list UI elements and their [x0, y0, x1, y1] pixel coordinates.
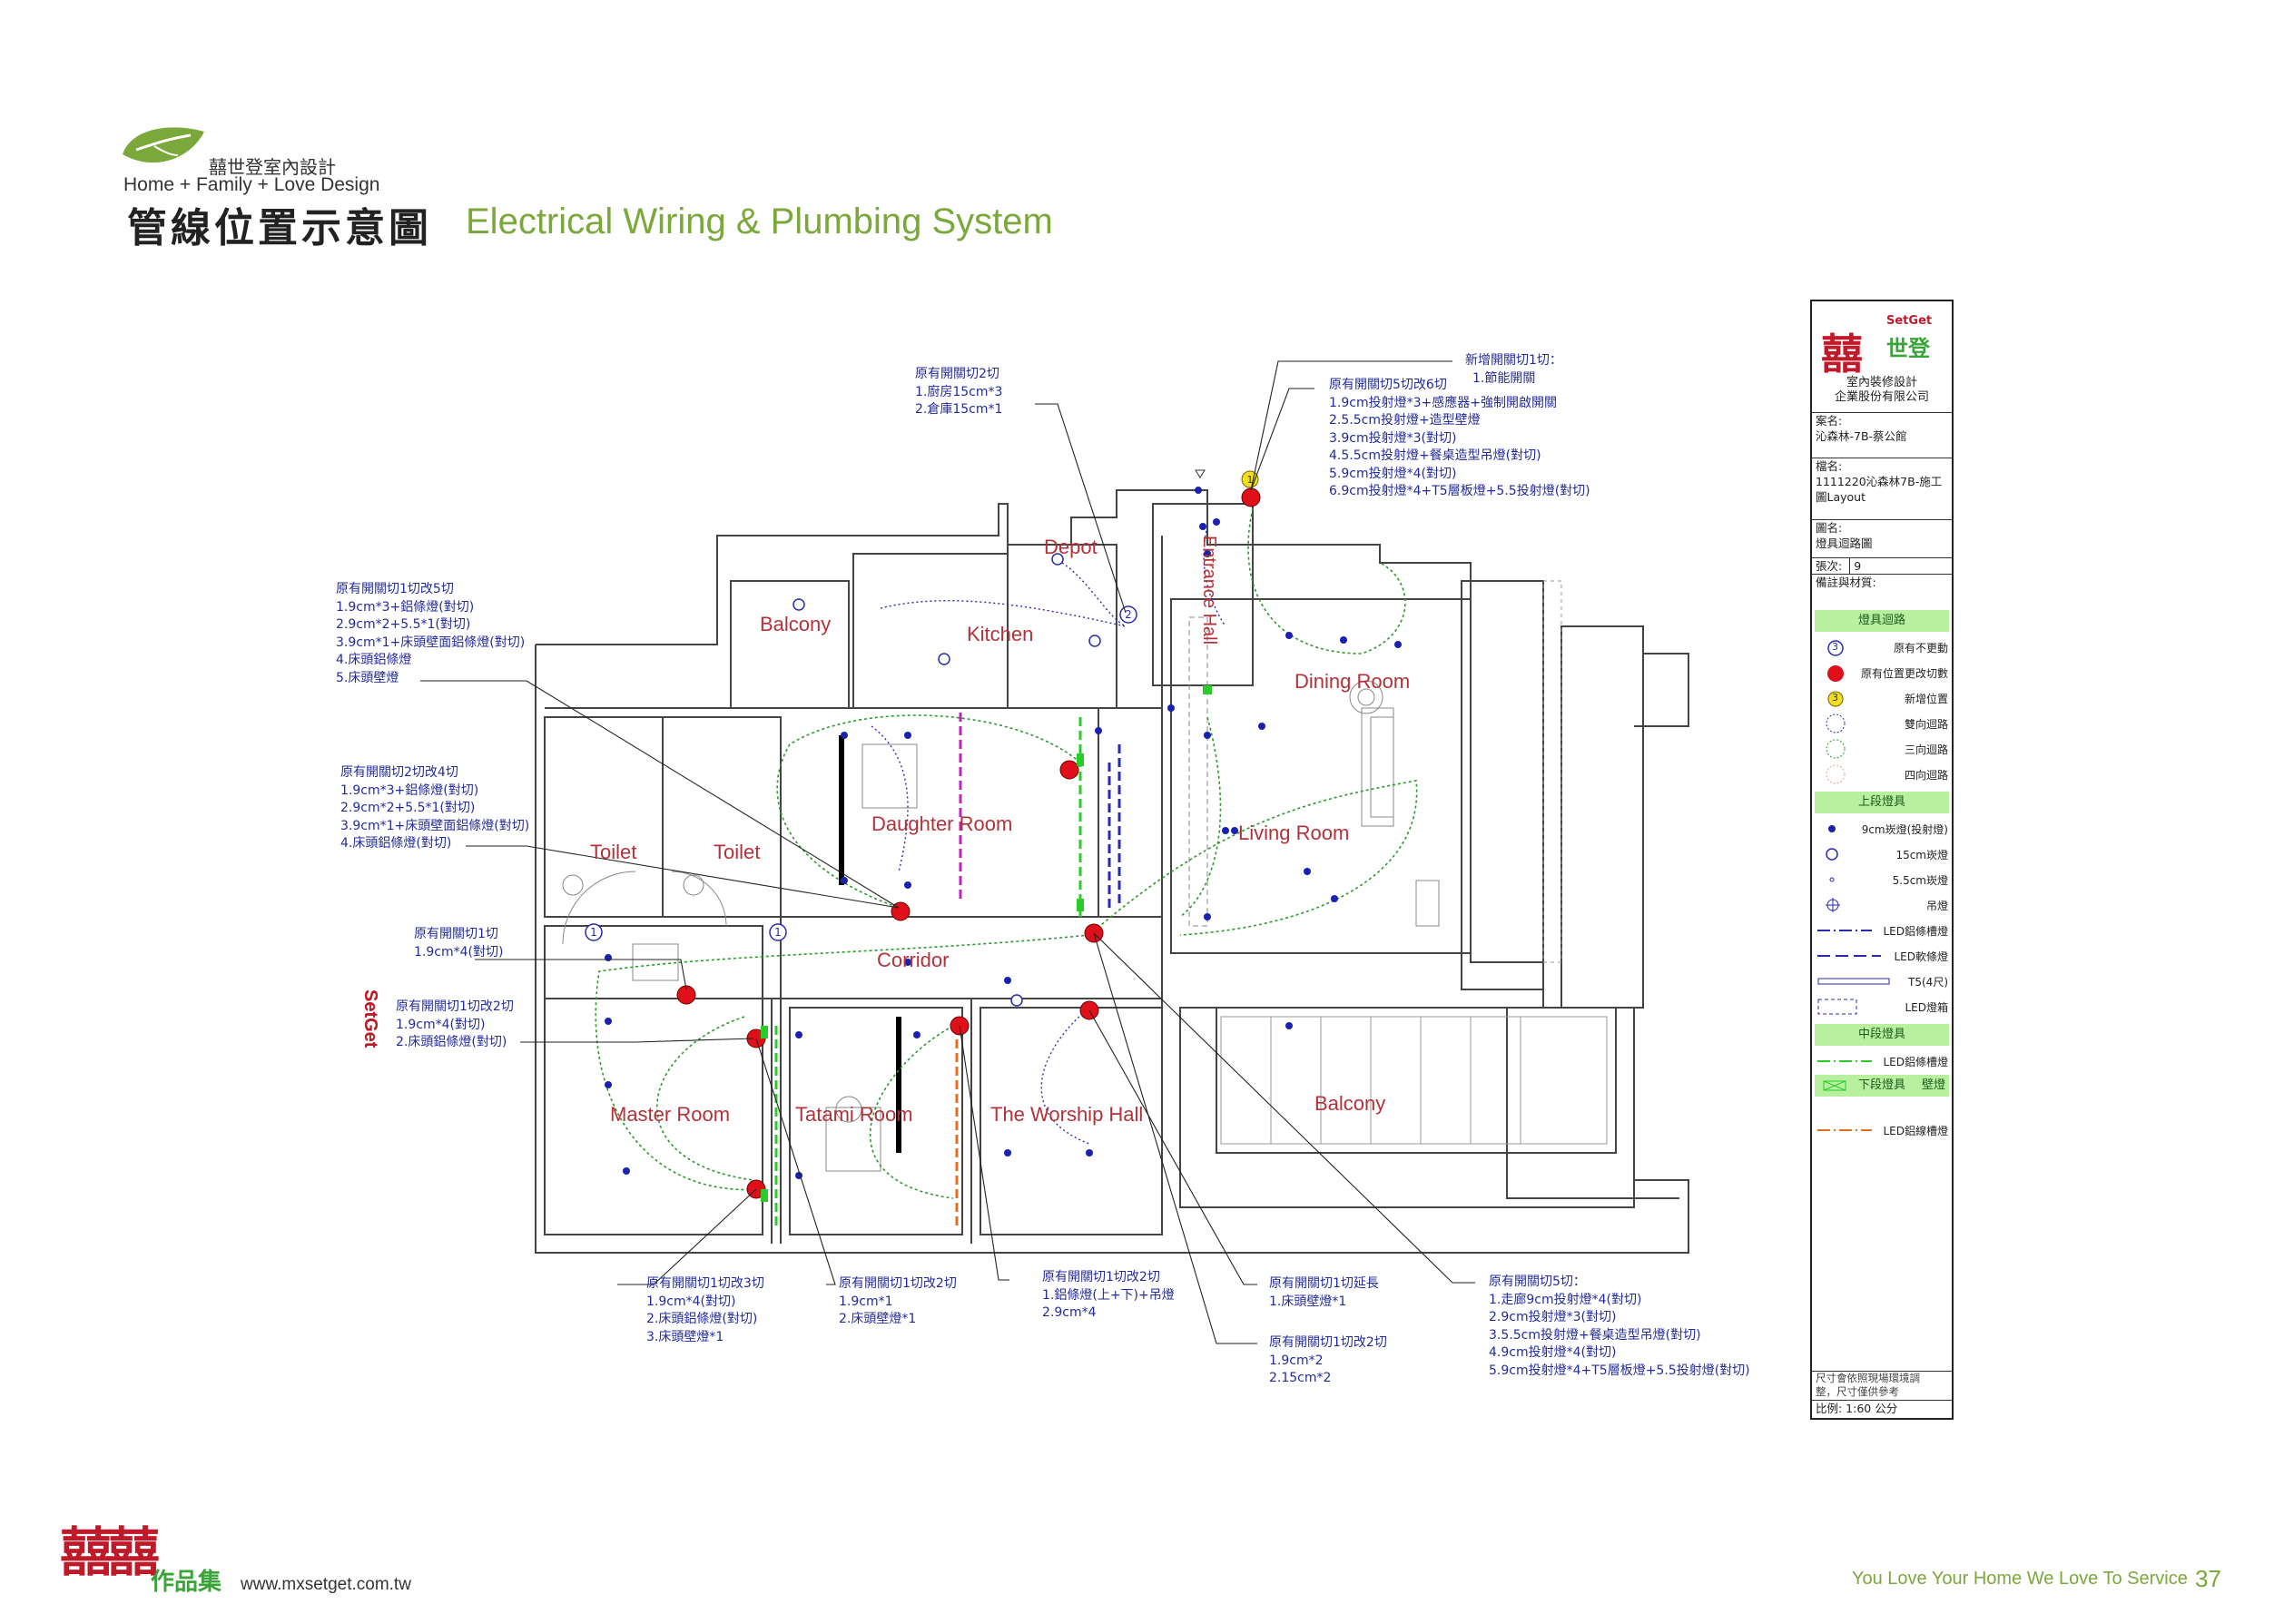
- legend-original-marker-icon: [1827, 640, 1844, 656]
- footer-logo-text: 作品集: [151, 1569, 222, 1596]
- footer-logo-icon: 囍囍: [60, 1521, 160, 1583]
- title-block-scale: 比例: 1:60 公分: [1812, 1400, 1952, 1417]
- svg-text:1: 1: [590, 926, 597, 939]
- title-block: 囍 SetGet 世登 室內裝修設計企業股份有限公司 案名:沁森林-7B-蔡公館…: [1810, 300, 1954, 1420]
- title-block-sheet: 張次: 9: [1812, 557, 1952, 575]
- legend-middle-led-groove: LED鋁條槽燈: [1812, 1049, 1952, 1073]
- legend-t5-icon: [1817, 978, 1890, 985]
- room-label-living-room: Living Room: [1238, 822, 1350, 844]
- side-setget-logo: SetGet: [360, 989, 380, 1048]
- legend-led-box-icon: [1817, 999, 1857, 1015]
- legend-lower-led-groove: LED鋁線槽燈: [1812, 1118, 1952, 1142]
- room-label-toilet-1: Toilet: [590, 841, 637, 863]
- brand-tagline: Home + Family + Love Design: [123, 174, 380, 195]
- legend-two-way: 雙向迴路: [1812, 712, 1952, 735]
- note-bottom-6: 原有開關切5切：1.走廊9cm投射燈*4(對切)2.9cm投射燈*3(對切)3.…: [1489, 1275, 1750, 1378]
- page-number: 37: [2195, 1565, 2221, 1592]
- legend-15cm: 15cm崁燈: [1812, 842, 1952, 866]
- room-label-toilet-2: Toilet: [714, 841, 761, 863]
- footer-website-link[interactable]: www.mxsetget.com.tw: [241, 1575, 411, 1594]
- legend-new: 3 新增位置: [1812, 686, 1952, 710]
- legend-new-marker-icon: [1827, 691, 1844, 707]
- room-label-corridor: Corridor: [877, 949, 950, 971]
- legend-section-upper: 上段燈具: [1815, 792, 1949, 813]
- title-block-company: 室內裝修設計企業股份有限公司: [1834, 376, 1929, 404]
- room-label-balcony-right: Balcony: [1314, 1092, 1386, 1115]
- legend-lower-led-line-icon: [1817, 1129, 1872, 1131]
- legend-original: 3 原有不更動: [1812, 635, 1952, 659]
- room-label-balcony-top: Balcony: [760, 613, 832, 635]
- legend-15cm-circle-icon: [1826, 848, 1838, 861]
- title-block-drawing: 圖名:燈具迴路圖: [1812, 519, 1952, 556]
- room-label-dining-room: Dining Room: [1295, 670, 1411, 693]
- room-label-depot: Depot: [1044, 536, 1098, 558]
- legend-four-way: 四向迴路: [1812, 763, 1952, 786]
- page-title-cn: 管線位置示意圖: [127, 205, 432, 251]
- room-label-daughter-room: Daughter Room: [871, 812, 1013, 835]
- legend-changed-marker-icon: [1827, 665, 1844, 682]
- legend-led-groove: LED鋁條槽燈: [1812, 919, 1952, 942]
- legend-two-way-icon: [1826, 714, 1846, 733]
- legend-5-5cm-icon: [1829, 877, 1835, 882]
- legend-led-soft-line-icon: [1817, 955, 1881, 957]
- note-new-switch: 新增開關切1切：1.節能開關: [1465, 353, 1562, 386]
- legend-9cm: 9cm崁燈(投射燈): [1812, 817, 1952, 841]
- page-title-en: Electrical Wiring & Plumbing System: [466, 202, 1053, 241]
- svg-text:1: 1: [774, 926, 782, 939]
- legend-middle-led-line-icon: [1817, 1060, 1872, 1062]
- legend-changed: 原有位置更改切數: [1812, 661, 1952, 684]
- company-name-cn: 囍世登室內設計: [209, 156, 336, 178]
- legend-9cm-dot-icon: [1828, 825, 1836, 832]
- legend-pendant-icon: [1826, 898, 1840, 912]
- legend-pendant: 吊燈: [1812, 893, 1952, 917]
- svg-text:1: 1: [1247, 474, 1254, 486]
- title-block-file: 檔名:1111220沁森林7B-施工圖Layout: [1812, 458, 1952, 518]
- legend-wall-light-icon: [1823, 1080, 1846, 1091]
- legend-t5: T5(4尺): [1812, 969, 1952, 993]
- legend-four-way-icon: [1826, 764, 1846, 784]
- legend-section-circuits: 燈具迴路: [1815, 610, 1949, 632]
- svg-text:2: 2: [1125, 608, 1132, 621]
- legend-5-5cm: 5.5cm崁燈: [1812, 868, 1952, 891]
- title-block-logo-icon: 囍: [1821, 330, 1863, 379]
- legend-led-box: LED燈箱: [1812, 995, 1952, 1019]
- room-label-worship-hall: The Worship Hall: [990, 1103, 1144, 1126]
- legend-led-groove-line-icon: [1817, 930, 1872, 931]
- footer-slogan: You Love Your Home We Love To Service: [1852, 1569, 2188, 1589]
- leaf-logo-icon: [123, 127, 204, 163]
- title-block-case: 案名:沁森林-7B-蔡公館: [1812, 412, 1952, 457]
- room-label-master-room: Master Room: [610, 1103, 731, 1126]
- title-block-remarks: 備註與材質:: [1812, 574, 1952, 591]
- room-label-kitchen: Kitchen: [967, 623, 1034, 645]
- title-block-logo-text: 世登: [1886, 336, 1930, 361]
- legend-section-middle: 中段燈具: [1815, 1024, 1949, 1046]
- room-label-tatami-room: Tatami Room: [795, 1103, 913, 1126]
- legend-three-way-icon: [1826, 739, 1846, 759]
- legend-three-way: 三向迴路: [1812, 737, 1952, 761]
- title-block-footnote: 尺寸會依照現場環境調整，尺寸僅供參考: [1812, 1371, 1952, 1401]
- legend-led-soft: LED軟條燈: [1812, 944, 1952, 968]
- title-block-logo-small: SetGet: [1886, 314, 1933, 328]
- room-label-entrance-hall: Entrance Hall: [1199, 536, 1219, 645]
- legend-section-lower: 下段燈具 壁燈: [1815, 1075, 1949, 1097]
